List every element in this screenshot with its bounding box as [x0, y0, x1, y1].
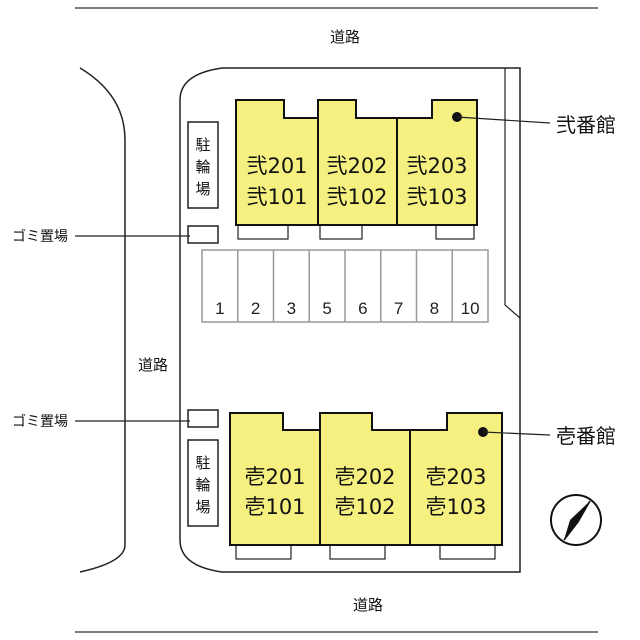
parking-slot-number: 1	[215, 299, 224, 318]
site-boundary	[179, 67, 521, 573]
building-leader	[456, 116, 551, 124]
parking-slot-number: 3	[287, 299, 296, 318]
unit-label: 弐102	[326, 185, 387, 209]
bicycle-parking-char: 駐	[195, 454, 210, 472]
bicycle-parking-char: 輪	[195, 476, 210, 494]
unit-label: 弐103	[406, 185, 467, 209]
garbage-area-label-lower: ゴミ置場	[12, 413, 68, 430]
bicycle-parking-lower	[187, 439, 219, 527]
parking-slot-number: 7	[394, 299, 403, 318]
road-curb-left	[79, 67, 126, 573]
parking-slot-number: 8	[430, 299, 439, 318]
parking-slot-number: 6	[358, 299, 367, 318]
unit-label: 壱101	[244, 495, 305, 519]
unit-label: 壱102	[334, 495, 395, 519]
parking-slot-number: 2	[251, 299, 260, 318]
road-label-left: 道路	[138, 356, 168, 374]
building-name: 壱番館	[556, 424, 616, 448]
bicycle-parking-upper	[187, 121, 219, 209]
building-2: 弐201 弐101 弐202 弐102 弐203 弐103 弐番館	[235, 99, 616, 240]
unit-label: 壱203	[425, 465, 486, 489]
unit-label: 壱103	[425, 495, 486, 519]
parking-lot: 1 2 3 5 6 7 8 10	[201, 249, 489, 323]
unit-block	[396, 99, 478, 226]
road-label-top: 道路	[330, 28, 360, 46]
unit-label: 壱201	[244, 465, 305, 489]
unit-label: 弐201	[246, 154, 307, 178]
unit-label: 弐202	[326, 154, 387, 178]
bicycle-parking-char: 輪	[195, 158, 210, 176]
site-side-walkway	[504, 68, 521, 319]
bicycle-parking-char: 場	[195, 180, 210, 198]
road-label-bottom: 道路	[353, 596, 383, 614]
bicycle-parking-char: 場	[195, 498, 210, 516]
garbage-area-lower	[187, 409, 219, 428]
unit-label: 弐203	[406, 154, 467, 178]
unit-label: 弐101	[246, 185, 307, 209]
garbage-area-label-upper: ゴミ置場	[12, 228, 68, 245]
building-leader	[482, 431, 551, 436]
bicycle-parking-char: 駐	[195, 136, 210, 154]
parking-slot-number: 10	[461, 299, 480, 318]
garbage-area-upper	[187, 225, 219, 244]
building-name: 弐番館	[556, 113, 616, 137]
north-arrow-icon	[550, 494, 602, 546]
unit-block	[409, 412, 503, 546]
unit-label: 壱202	[334, 465, 395, 489]
building-1: 壱201 壱101 壱202 壱102 壱203 壱103 壱番館	[229, 412, 616, 560]
parking-slot-number: 5	[322, 299, 331, 318]
